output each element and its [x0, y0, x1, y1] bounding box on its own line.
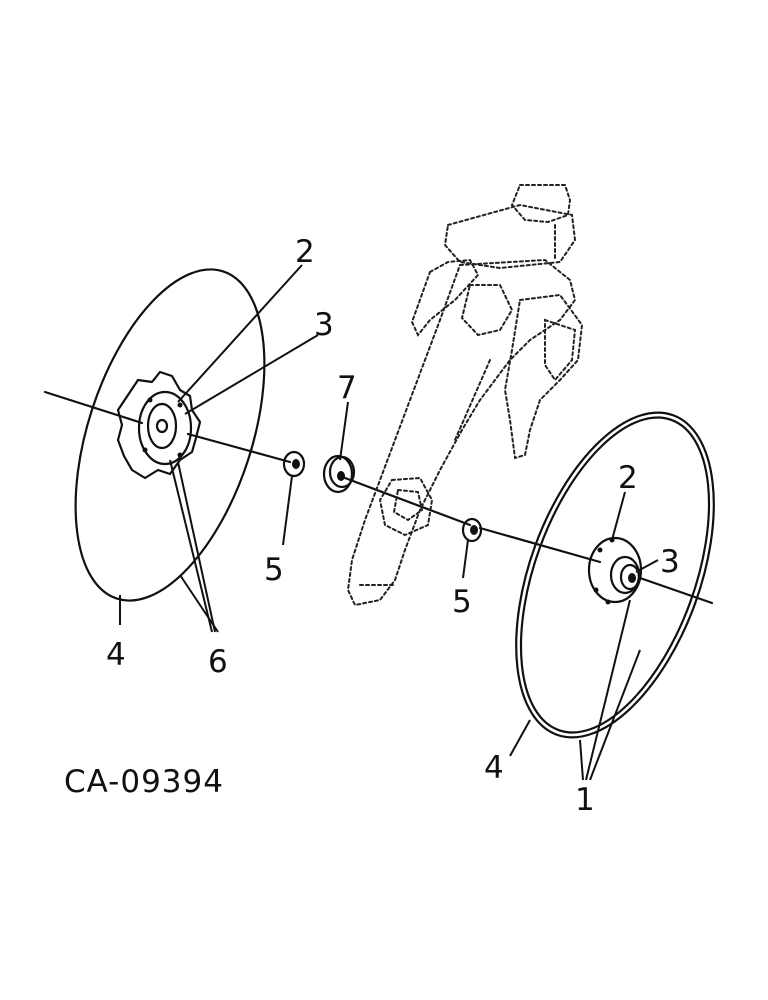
- callout-labels: 2 3 7 5 5 4 6 2 3 4 1: [106, 234, 680, 818]
- callout-left-5: 5: [264, 552, 284, 588]
- drawing-code: CA-09394: [64, 764, 224, 800]
- spacer-7: [322, 454, 356, 494]
- mounting-arm-phantom: [346, 184, 584, 607]
- left-spacer-5: [282, 450, 306, 478]
- callout-right-5: 5: [452, 584, 472, 620]
- axle-line: [43, 390, 714, 605]
- callout-left-4: 4: [106, 637, 126, 673]
- callout-right-1: 1: [575, 782, 595, 818]
- left-disc-blade: [74, 268, 266, 602]
- callout-right-4: 4: [484, 750, 504, 786]
- callout-7: 7: [337, 370, 357, 406]
- leader-lines: [119, 264, 659, 781]
- callout-left-2: 2: [295, 234, 315, 270]
- callout-right-3: 3: [660, 544, 680, 580]
- callout-left-3: 3: [314, 307, 334, 343]
- right-spacer-5: [461, 517, 483, 543]
- callout-left-6: 6: [208, 644, 228, 680]
- right-hub-assembly: [587, 536, 643, 605]
- left-hub-assembly: [116, 370, 202, 480]
- right-disc-blade: [515, 411, 715, 739]
- callout-right-2: 2: [618, 460, 638, 496]
